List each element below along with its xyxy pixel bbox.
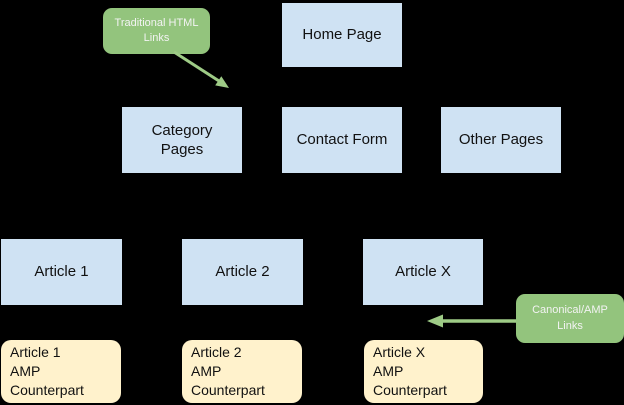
node-article-1: Article 1	[1, 239, 122, 305]
traditional-html-links-arrow	[173, 50, 229, 88]
node-article-1-amp-counterpart: Article 1 AMP Counterpart	[1, 340, 121, 403]
callout-canonical-amp-links: Canonical/AMP Links	[516, 294, 624, 343]
node-article-2: Article 2	[182, 239, 303, 305]
node-other-pages: Other Pages	[441, 107, 561, 173]
canonical-amp-links-arrow	[427, 314, 516, 328]
node-article-2-amp-counterpart: Article 2 AMP Counterpart	[182, 340, 302, 403]
callout-traditional-html-links: Traditional HTML Links	[103, 8, 210, 54]
node-contact-form-label: Contact Form	[296, 131, 388, 149]
node-category-pages: Category Pages	[122, 107, 242, 173]
node-article-x-label: Article X	[395, 263, 451, 281]
callout-traditional-html-links-label: Traditional HTML Links	[114, 16, 199, 44]
node-article-2-amp-label: Article 2 AMP Counterpart	[191, 344, 265, 398]
node-home-page: Home Page	[282, 3, 402, 67]
node-category-pages-label: Category Pages	[151, 121, 213, 159]
node-article-1-label: Article 1	[34, 263, 89, 281]
node-contact-form: Contact Form	[282, 107, 402, 173]
node-article-x-amp-counterpart: Article X AMP Counterpart	[364, 340, 483, 403]
node-article-x-amp-label: Article X AMP Counterpart	[373, 344, 447, 398]
node-other-pages-label: Other Pages	[458, 131, 544, 149]
node-article-x: Article X	[363, 239, 483, 305]
node-article-1-amp-label: Article 1 AMP Counterpart	[10, 344, 84, 398]
callout-canonical-amp-links-label: Canonical/AMP Links	[532, 304, 608, 332]
node-home-page-label: Home Page	[302, 26, 382, 44]
node-article-2-label: Article 2	[215, 263, 270, 281]
